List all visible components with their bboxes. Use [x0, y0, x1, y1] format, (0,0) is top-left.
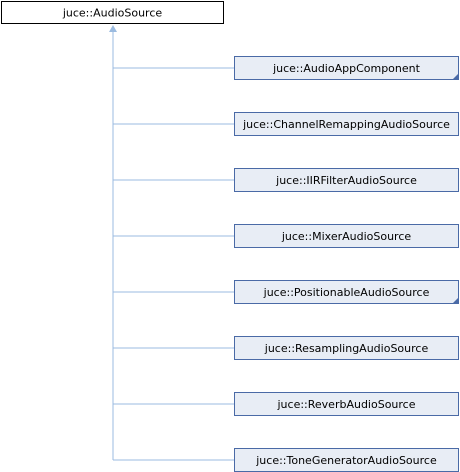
- has-subclasses-icon: [452, 73, 459, 80]
- derived-class-label: juce::ResamplingAudioSource: [264, 342, 429, 355]
- derived-class-label: juce::MixerAudioSource: [281, 230, 412, 243]
- derived-class-node[interactable]: juce::MixerAudioSource: [113, 224, 459, 248]
- derived-class-box: [234, 336, 459, 360]
- derived-class-node[interactable]: juce::AudioAppComponent: [113, 56, 459, 80]
- base-class-box: [1, 1, 224, 24]
- derived-class-node[interactable]: juce::ResamplingAudioSource: [113, 336, 459, 360]
- derived-class-label: juce::AudioAppComponent: [272, 62, 421, 75]
- has-subclasses-icon: [452, 297, 459, 304]
- base-class-node[interactable]: juce::AudioSource: [1, 1, 224, 24]
- derived-class-box: [234, 280, 459, 304]
- derived-class-label: juce::ChannelRemappingAudioSource: [242, 118, 450, 131]
- derived-class-node[interactable]: juce::ToneGeneratorAudioSource: [113, 448, 459, 472]
- derived-class-node[interactable]: juce::ReverbAudioSource: [113, 392, 459, 416]
- derived-class-label: juce::PositionableAudioSource: [263, 286, 430, 299]
- derived-class-node[interactable]: juce::ChannelRemappingAudioSource: [113, 112, 459, 136]
- derived-class-box: [234, 56, 459, 80]
- derived-class-label: juce::ReverbAudioSource: [277, 398, 416, 411]
- derived-class-label: juce::ToneGeneratorAudioSource: [255, 454, 437, 467]
- base-class-label: juce::AudioSource: [62, 7, 163, 20]
- derived-class-box: [234, 392, 459, 416]
- derived-class-label: juce::IIRFilterAudioSource: [275, 174, 417, 187]
- derived-class-box: [234, 112, 459, 136]
- derived-class-box: [234, 224, 459, 248]
- derived-class-node[interactable]: juce::PositionableAudioSource: [113, 280, 459, 304]
- derived-class-node[interactable]: juce::IIRFilterAudioSource: [113, 168, 459, 192]
- derived-class-box: [234, 168, 459, 192]
- derived-classes: juce::AudioAppComponentjuce::ChannelRema…: [113, 56, 459, 472]
- inheritance-arrow-icon: [109, 25, 117, 32]
